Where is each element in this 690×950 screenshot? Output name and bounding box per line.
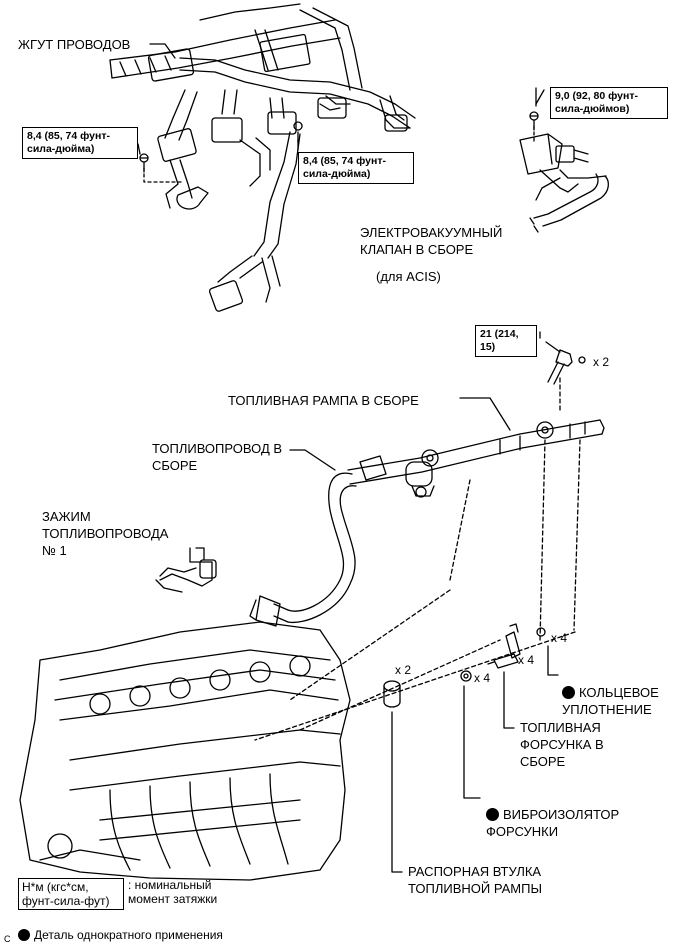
clamp-drawing [155,547,217,593]
vsv-assembly-drawing [519,87,609,233]
o-ring-leader [547,645,559,676]
vsv-torque-leader [535,89,545,105]
fuel-pipe-drawing [249,472,357,627]
fuel-rail-drawing [347,349,605,498]
spacer-leader [391,711,403,873]
fuel-rail-label: ТОПЛИВНАЯ РАМПА В СБОРЕ [228,393,419,408]
legend-non-reusable: Деталь однократного применения [18,914,223,942]
o-ring-text: КОЛЬЦЕВОЕ УПЛОТНЕНИЕ [562,685,659,717]
spacer-qty: x 2 [395,663,412,677]
clamp-label: ЗАЖИМ ТОПЛИВОПРОВОДА № 1 [42,509,169,558]
o-ring-label: КОЛЬЦЕВОЕ УПЛОТНЕНИЕ [562,667,659,718]
rail-bolt-qty: x 2 [593,355,610,369]
vsv-note: (для ACIS) [376,269,441,284]
fuel-pipe-leader [289,449,336,471]
engine-drawing [19,621,351,881]
legend-unit-box: Н*м (кгс*см, фунт-сила-фут) [18,878,124,910]
wire-harness-drawing [109,3,416,312]
wire-harness-label: ЖГУТ ПРОВОДОВ [18,37,131,52]
insulator-drawing [460,670,472,682]
spacer-drawing [383,680,401,708]
left-torque-leader [137,143,141,155]
o-ring-qty: x 4 [551,631,568,645]
rail-torque-box: 21 (214, 15) [475,325,537,357]
rail-torque-leader [545,341,561,353]
injector-leader [503,671,515,729]
vsv-label: ЭЛЕКТРОВАКУУМНЫЙ КЛАПАН В СБОРЕ [360,225,503,257]
insulator-text: ВИБРОИЗОЛЯТОР ФОРСУНКИ [486,807,620,839]
injector-label: ТОПЛИВНАЯ ФОРСУНКА В СБОРЕ [520,720,604,769]
fuel-pipe-label: ТОПЛИВОПРОВОД В СБОРЕ [152,441,283,473]
vsv-torque-box: 9,0 (92, 80 фунт- сила-дюймов) [550,87,668,119]
insulator-label: ВИБРОИЗОЛЯТОР ФОРСУНКИ [486,789,619,840]
injector-qty: x 4 [518,653,535,667]
spacer-label: РАСПОРНАЯ ВТУЛКА ТОПЛИВНОЙ РАМПЫ [408,864,542,896]
wire-harness-leader [149,43,176,59]
corner-mark: C [4,934,11,944]
o-ring-drawing [536,627,546,637]
alignment-lines [254,377,581,741]
legend-non-reusable-text: Деталь однократного применения [34,928,223,942]
injector-drawing [487,623,521,669]
non-reusable-dot-icon [486,808,499,821]
insulator-qty: x 4 [474,671,491,685]
middle-torque-box: 8,4 (85, 74 фунт- сила-дюйма) [298,152,414,184]
legend-unit-text: : номинальный момент затяжки [128,878,218,906]
non-reusable-dot-icon [562,686,575,699]
insulator-leader [463,685,481,799]
fuel-rail-leader [459,397,511,431]
left-torque-box: 8,4 (85, 74 фунт- сила-дюйма) [22,127,138,159]
non-reusable-dot-icon [18,929,30,941]
